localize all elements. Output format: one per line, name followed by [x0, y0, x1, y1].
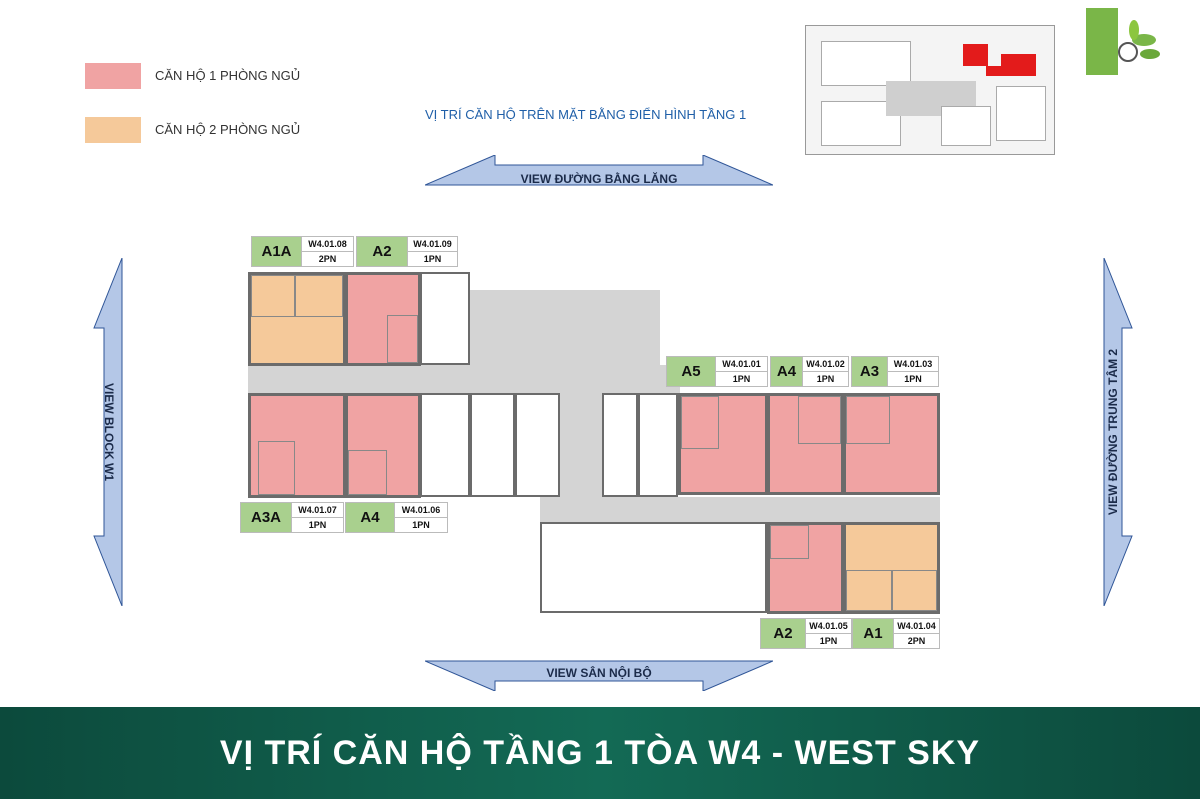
- unit-W4.01.07[interactable]: [248, 393, 346, 498]
- unit-type: A3: [852, 357, 887, 386]
- legend-swatch-2br: [85, 117, 141, 143]
- legend-swatch-1br: [85, 63, 141, 89]
- unit-type: A2: [357, 237, 407, 266]
- view-arrow-right: VIEW ĐƯỜNG TRUNG TÂM 2: [1084, 258, 1142, 606]
- site-highlight: [963, 44, 988, 66]
- unit-code: W4.01.01: [715, 357, 767, 371]
- unit-W4.01.06[interactable]: [345, 393, 421, 498]
- unit-type: A5: [667, 357, 715, 386]
- view-arrow-top: VIEW ĐƯỜNG BẰNG LĂNG: [425, 155, 773, 189]
- view-label-left: VIEW BLOCK W1: [102, 383, 116, 481]
- elevator-core: [515, 393, 560, 497]
- unit-rooms: 1PN: [805, 633, 851, 648]
- unit-type: A4: [771, 357, 802, 386]
- commercial-space: [540, 522, 767, 613]
- corridor-east: [540, 497, 940, 522]
- corridor-west: [248, 365, 680, 393]
- unit-rooms: 2PN: [893, 633, 939, 648]
- unit-code: W4.01.08: [301, 237, 353, 251]
- plan-title: VỊ TRÍ CĂN HỘ TRÊN MẶT BẰNG ĐIỂN HÌNH TẦ…: [425, 107, 747, 122]
- unit-W4.01.01[interactable]: [678, 393, 768, 495]
- unit-W4.01.09[interactable]: [345, 272, 421, 366]
- unit-W4.01.08[interactable]: [248, 272, 346, 366]
- unit-W4.01.05[interactable]: [767, 522, 844, 614]
- footer-banner: VỊ TRÍ CĂN HỘ TẦNG 1 TÒA W4 - WEST SKY: [0, 707, 1200, 799]
- unit-rooms: 1PN: [715, 371, 767, 386]
- unit-rooms: 1PN: [407, 251, 457, 266]
- unit-code: W4.01.03: [887, 357, 938, 371]
- logo: [1086, 8, 1161, 75]
- unit-rooms: 1PN: [291, 517, 343, 532]
- unit-rooms: 1PN: [887, 371, 938, 386]
- unit-code: W4.01.06: [394, 503, 447, 517]
- view-arrow-left: VIEW BLOCK W1: [80, 258, 138, 606]
- unit-type: A3A: [241, 503, 291, 532]
- view-arrow-bottom: VIEW SÂN NỘI BỘ: [425, 657, 773, 691]
- unit-rooms: 1PN: [802, 371, 848, 386]
- unit-rooms: 2PN: [301, 251, 353, 266]
- site-key-plan: [805, 25, 1055, 155]
- unit-type: A4: [346, 503, 394, 532]
- unit-code: W4.01.04: [893, 619, 939, 633]
- unit-type: A1: [853, 619, 893, 648]
- unit-type: A2: [761, 619, 805, 648]
- unit-rooms: 1PN: [394, 517, 447, 532]
- unit-W4.01.02[interactable]: [767, 393, 844, 495]
- unit-W4.01.04[interactable]: [843, 522, 940, 614]
- unit-code: W4.01.02: [802, 357, 848, 371]
- unit-code: W4.01.05: [805, 619, 851, 633]
- stairs: [638, 393, 678, 497]
- view-label-right: VIEW ĐƯỜNG TRUNG TÂM 2: [1106, 348, 1120, 516]
- unit-code: W4.01.07: [291, 503, 343, 517]
- view-label-bottom: VIEW SÂN NỘI BỘ: [546, 666, 652, 680]
- corridor-vertical: [560, 290, 602, 500]
- footer-title: VỊ TRÍ CĂN HỘ TẦNG 1 TÒA W4 - WEST SKY: [219, 733, 981, 772]
- legend-label-1br: CĂN HỘ 1 PHÒNG NGỦ: [155, 68, 301, 83]
- unit-code: W4.01.09: [407, 237, 457, 251]
- legend-label-2br: CĂN HỘ 2 PHÒNG NGỦ: [155, 122, 301, 137]
- unit-W4.01.03[interactable]: [843, 393, 940, 495]
- unit-type: A1A: [252, 237, 301, 266]
- view-label-top: VIEW ĐƯỜNG BẰNG LĂNG: [520, 172, 678, 186]
